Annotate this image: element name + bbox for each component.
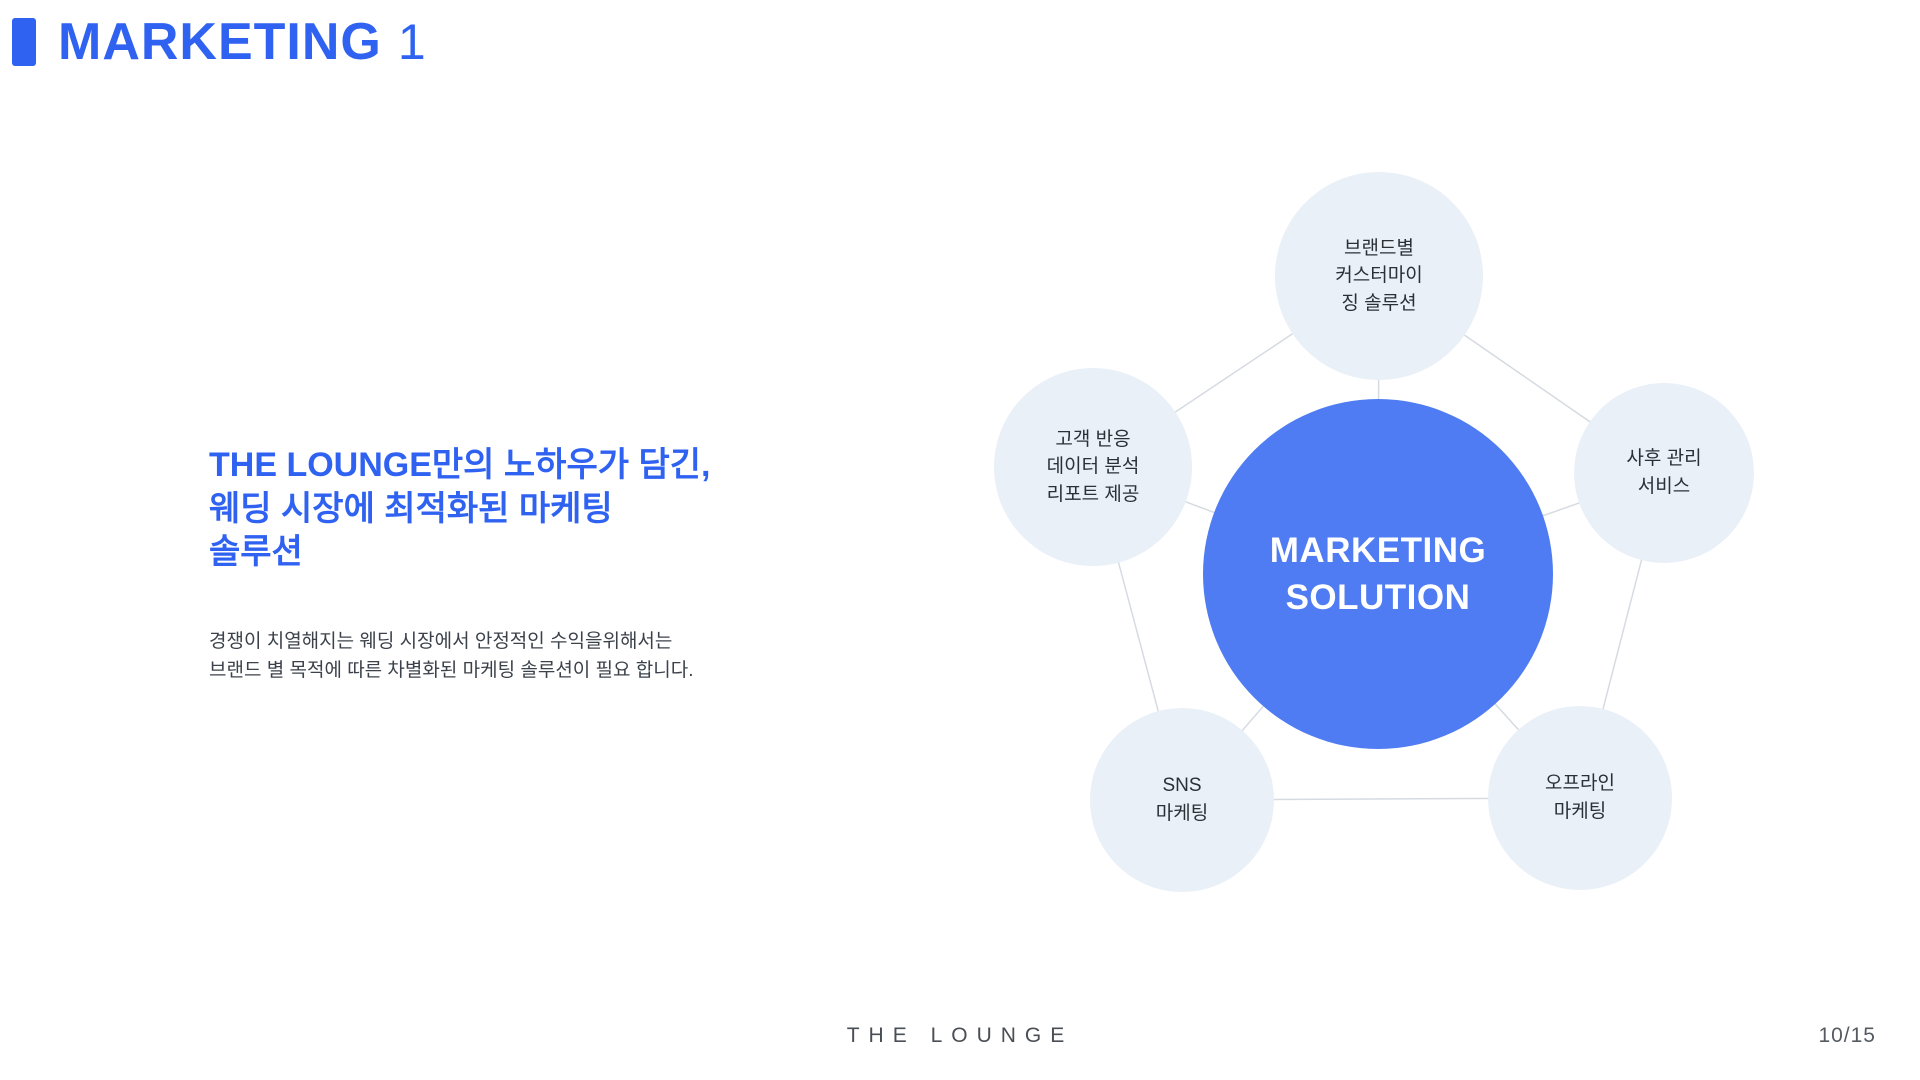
diagram-node-label: 사후 관리 서비스 bbox=[1626, 448, 1702, 497]
accent-bar bbox=[12, 18, 36, 66]
slide-title-number: 1 bbox=[397, 14, 426, 70]
diagram-hub-label: MARKETING SOLUTION bbox=[1269, 530, 1487, 617]
diagram-node-label: 고객 반응 데이터 분석 리포트 제공 bbox=[1046, 428, 1140, 505]
diagram-node-label: 오프라인 마케팅 bbox=[1545, 773, 1615, 822]
diagram-node-brand-customizing: 브랜드별 커스터마이 징 솔루션 bbox=[1275, 172, 1483, 380]
diagram-node-label: 브랜드별 커스터마이 징 솔루션 bbox=[1335, 237, 1423, 314]
diagram-node-after-service: 사후 관리 서비스 bbox=[1574, 383, 1754, 563]
diagram-node-offline-marketing: 오프라인 마케팅 bbox=[1488, 706, 1672, 890]
diagram-node-sns-marketing: SNS 마케팅 bbox=[1090, 708, 1274, 892]
section-heading: THE LOUNGE만의 노하우가 담긴, 웨딩 시장에 최적화된 마케팅 솔루… bbox=[209, 446, 711, 572]
diagram-node-customer-data-report: 고객 반응 데이터 분석 리포트 제공 bbox=[994, 368, 1192, 566]
slide-header: MARKETING 1 bbox=[12, 16, 426, 68]
intro-text-block: THE LOUNGE만의 노하우가 담긴, 웨딩 시장에 최적화된 마케팅 솔루… bbox=[209, 444, 889, 685]
section-body-text: 경쟁이 치열해지는 웨딩 시장에서 안정적인 수익을위해서는 브랜드 별 목적에… bbox=[209, 630, 694, 681]
footer-logo: THE LOUNGE bbox=[846, 1024, 1074, 1047]
page-number: 10/15 bbox=[1818, 1024, 1876, 1047]
diagram-node-label: SNS 마케팅 bbox=[1155, 775, 1209, 824]
diagram-hub-marketing-solution: MARKETING SOLUTION bbox=[1203, 399, 1553, 749]
slide-title: MARKETING bbox=[58, 13, 382, 71]
